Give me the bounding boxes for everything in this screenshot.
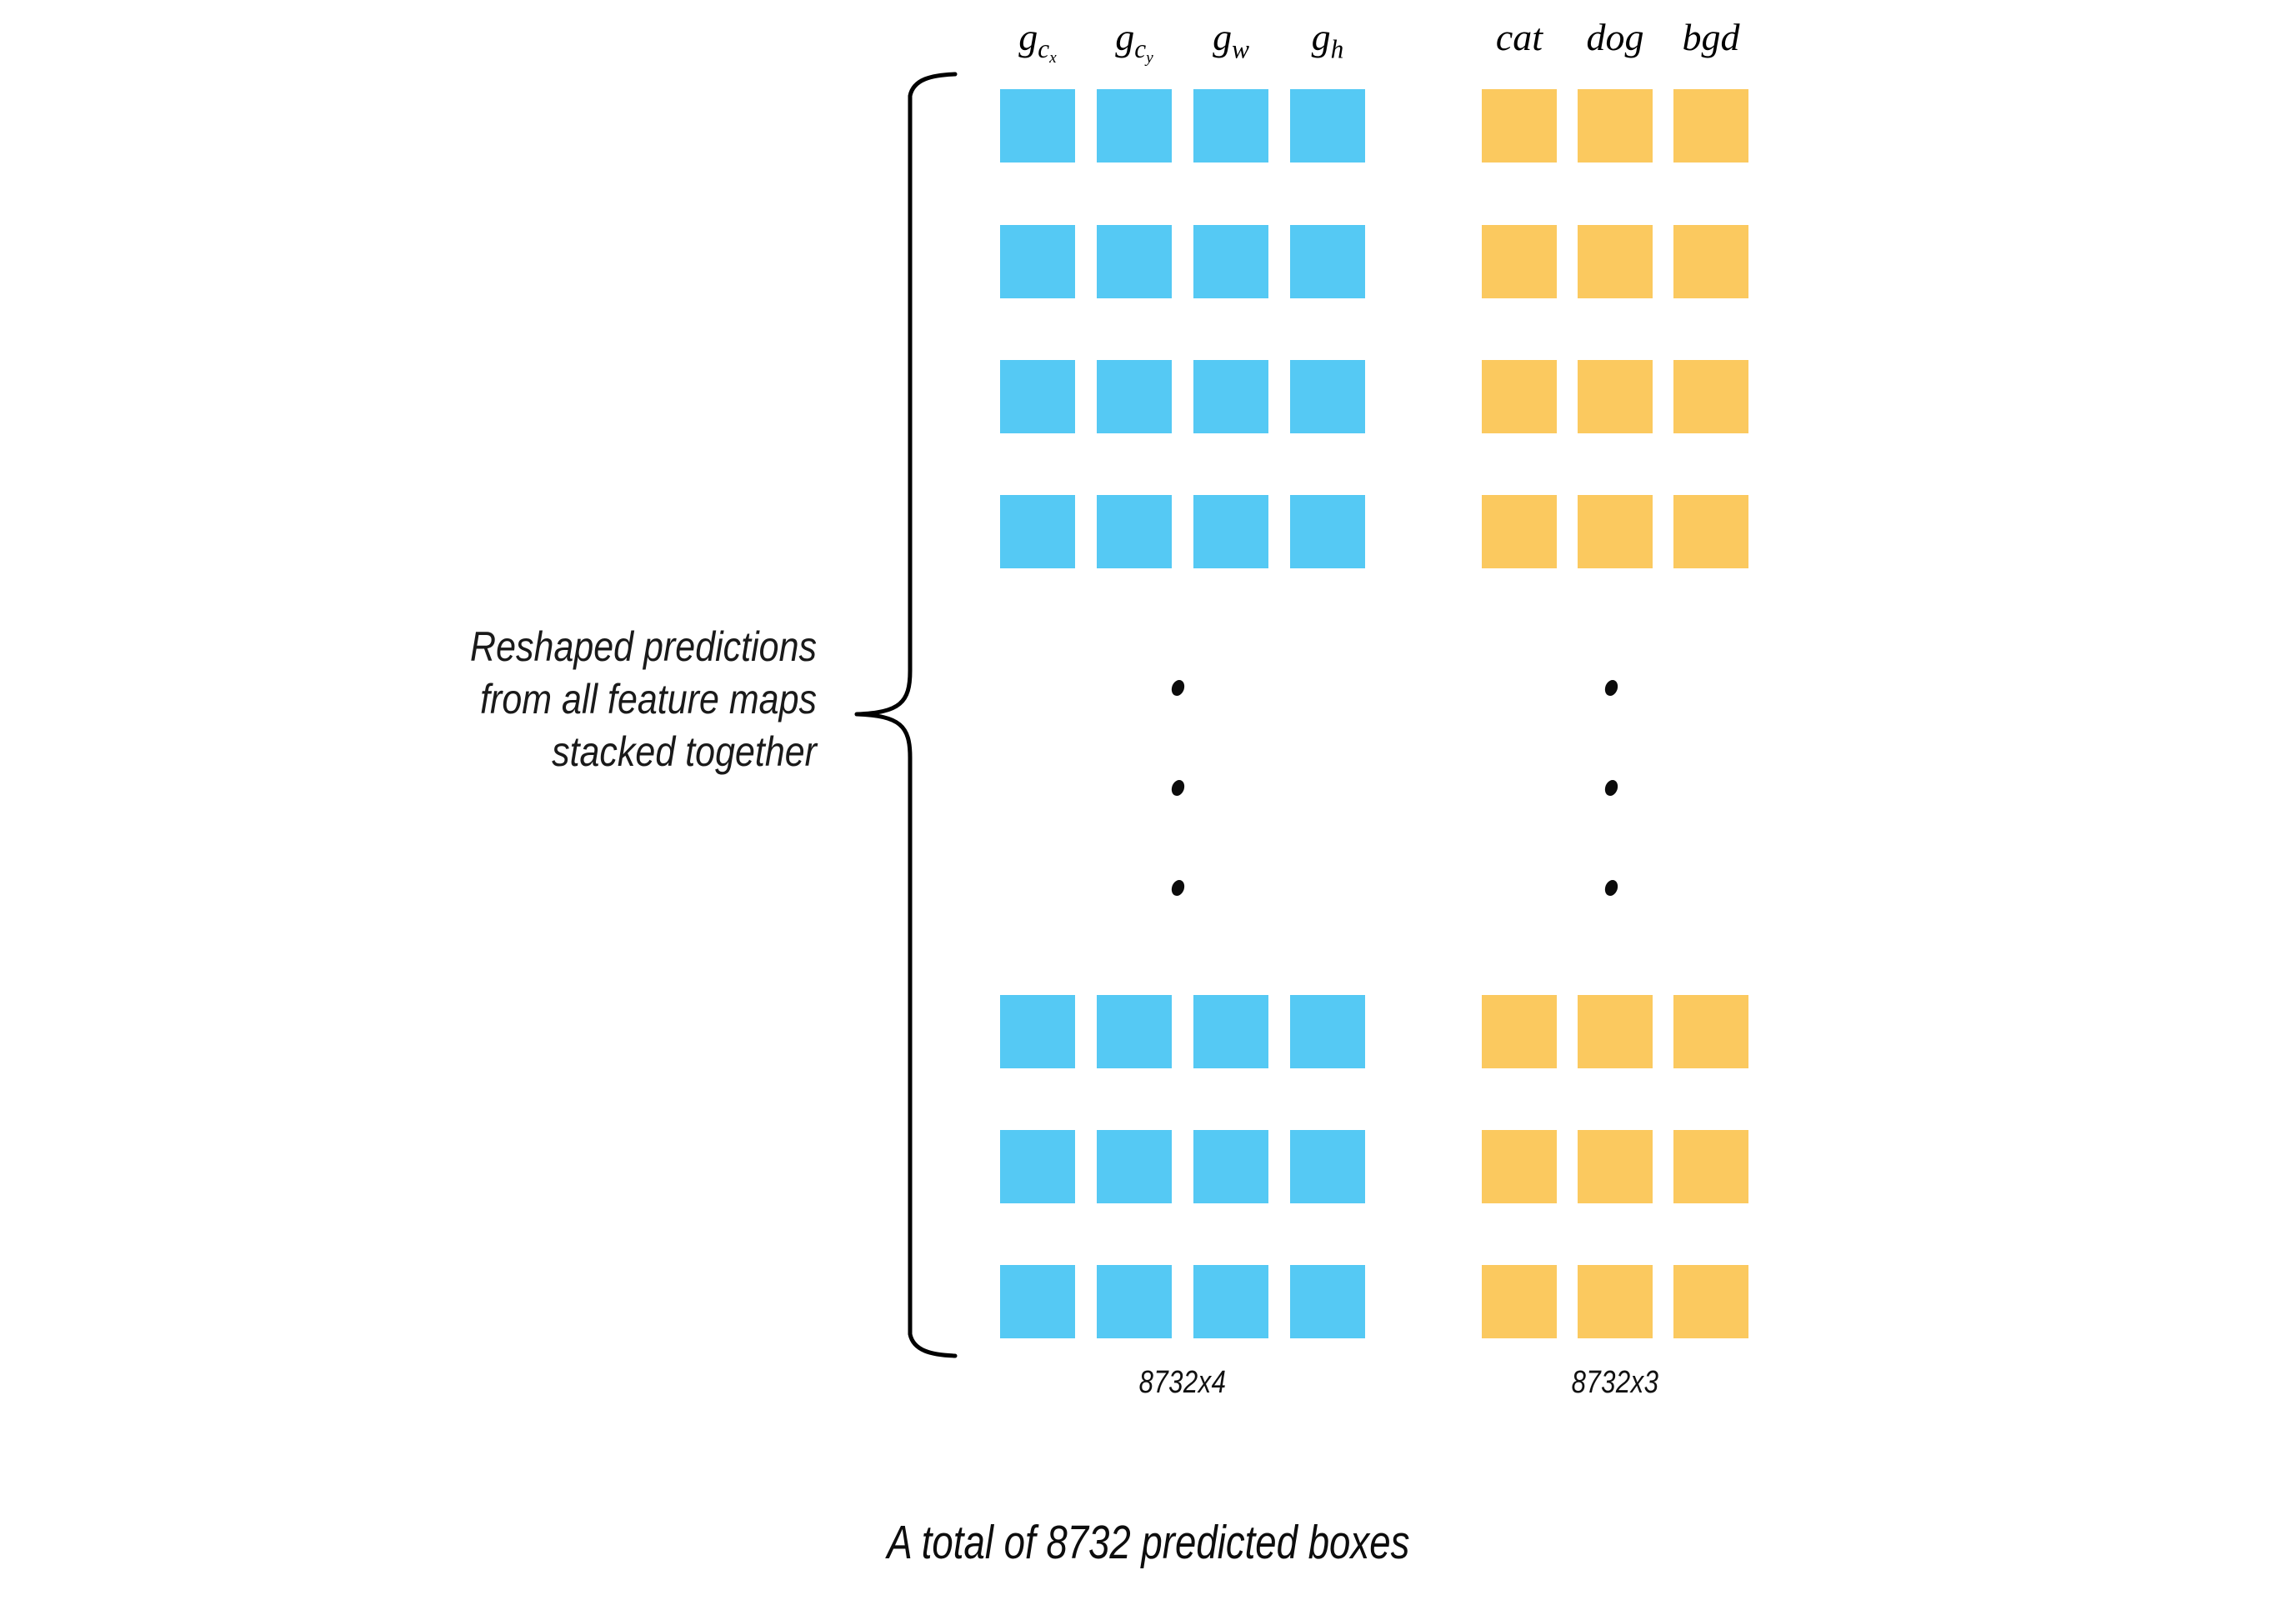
cell-loc-r4-c1 <box>1000 495 1075 568</box>
cell-loc-r1-c1 <box>1000 89 1075 162</box>
dim-label-localization: 8732x4 <box>1138 1365 1227 1400</box>
cell-loc-r6-c4 <box>1290 1130 1365 1203</box>
cell-loc-r3-c2 <box>1097 360 1172 433</box>
cell-loc-r3-c1 <box>1000 360 1075 433</box>
cell-loc-r1-c4 <box>1290 89 1365 162</box>
column-label-dog: dog <box>1586 16 1644 58</box>
annotation-line-3: stacked together <box>552 728 817 775</box>
cell-loc-r5-c4 <box>1290 995 1365 1068</box>
column-label-g-cx-text: gcx <box>1018 16 1057 68</box>
cell-loc-r4-c3 <box>1193 495 1268 568</box>
dim-label-classification: 8732x3 <box>1571 1365 1659 1400</box>
cell-cls-r1-c2 <box>1578 89 1653 162</box>
cell-loc-r5-c1 <box>1000 995 1075 1068</box>
cell-cls-r6-c2 <box>1578 1130 1653 1203</box>
cell-loc-r1-c2 <box>1097 89 1172 162</box>
column-label-g-cy-text: gcy <box>1115 16 1153 68</box>
cell-cls-r6-c3 <box>1673 1130 1748 1203</box>
column-label-g-w: gw <box>1193 18 1268 62</box>
grouping-brace <box>854 72 958 1358</box>
cell-cls-r2-c1 <box>1482 225 1557 298</box>
cell-loc-r7-c1 <box>1000 1265 1075 1338</box>
cell-cls-r1-c1 <box>1482 89 1557 162</box>
column-label-g-cy: gcy <box>1097 18 1172 67</box>
cell-loc-r4-c4 <box>1290 495 1365 568</box>
cell-cls-r3-c3 <box>1673 360 1748 433</box>
cell-loc-r3-c4 <box>1290 360 1365 433</box>
cell-cls-r4-c2 <box>1578 495 1653 568</box>
column-label-g-h-text: gh <box>1311 16 1344 64</box>
cell-loc-r7-c4 <box>1290 1265 1365 1338</box>
cell-loc-r2-c3 <box>1193 225 1268 298</box>
cell-cls-r7-c3 <box>1673 1265 1748 1338</box>
cell-loc-r1-c3 <box>1193 89 1268 162</box>
column-label-cat: cat <box>1495 16 1543 58</box>
ellipsis-dot-loc-1 <box>1170 680 1186 696</box>
cell-loc-r4-c2 <box>1097 495 1172 568</box>
column-label-bgd: bgd <box>1682 16 1740 58</box>
cell-loc-r6-c3 <box>1193 1130 1268 1203</box>
annotation-line-2: from all feature maps <box>480 676 817 722</box>
cell-cls-r5-c3 <box>1673 995 1748 1068</box>
cell-cls-r4-c3 <box>1673 495 1748 568</box>
cell-loc-r3-c3 <box>1193 360 1268 433</box>
cell-cls-r2-c2 <box>1578 225 1653 298</box>
cell-loc-r7-c2 <box>1097 1265 1172 1338</box>
cell-cls-r5-c2 <box>1578 995 1653 1068</box>
cell-cls-r2-c3 <box>1673 225 1748 298</box>
cell-cls-r4-c1 <box>1482 495 1557 568</box>
cell-loc-r2-c2 <box>1097 225 1172 298</box>
cell-cls-r5-c1 <box>1482 995 1557 1068</box>
cell-loc-r2-c1 <box>1000 225 1075 298</box>
cell-cls-r1-c3 <box>1673 89 1748 162</box>
annotation-text: Reshaped predictions from all feature ma… <box>293 621 817 778</box>
column-label-g-cx: gcx <box>1000 18 1075 67</box>
cell-loc-r2-c4 <box>1290 225 1365 298</box>
ellipsis-dot-cls-1 <box>1603 680 1619 696</box>
cell-loc-r7-c3 <box>1193 1265 1268 1338</box>
column-label-g-h: gh <box>1290 18 1365 62</box>
figure-caption: A total of 8732 predicted boxes <box>0 1515 2296 1570</box>
cell-loc-r5-c2 <box>1097 995 1172 1068</box>
cell-loc-r6-c2 <box>1097 1130 1172 1203</box>
column-label-g-w-text: gw <box>1213 16 1249 64</box>
cell-cls-r7-c1 <box>1482 1265 1557 1338</box>
cell-cls-r6-c1 <box>1482 1130 1557 1203</box>
ellipsis-dot-loc-3 <box>1170 880 1186 896</box>
cell-loc-r6-c1 <box>1000 1130 1075 1203</box>
cell-cls-r3-c1 <box>1482 360 1557 433</box>
cell-cls-r7-c2 <box>1578 1265 1653 1338</box>
annotation-line-1: Reshaped predictions <box>470 623 817 670</box>
figure-caption-text: A total of 8732 predicted boxes <box>887 1516 1409 1569</box>
ellipsis-dot-cls-3 <box>1603 880 1619 896</box>
cell-loc-r5-c3 <box>1193 995 1268 1068</box>
ellipsis-dot-cls-2 <box>1603 780 1619 796</box>
ellipsis-dot-loc-2 <box>1170 780 1186 796</box>
cell-cls-r3-c2 <box>1578 360 1653 433</box>
